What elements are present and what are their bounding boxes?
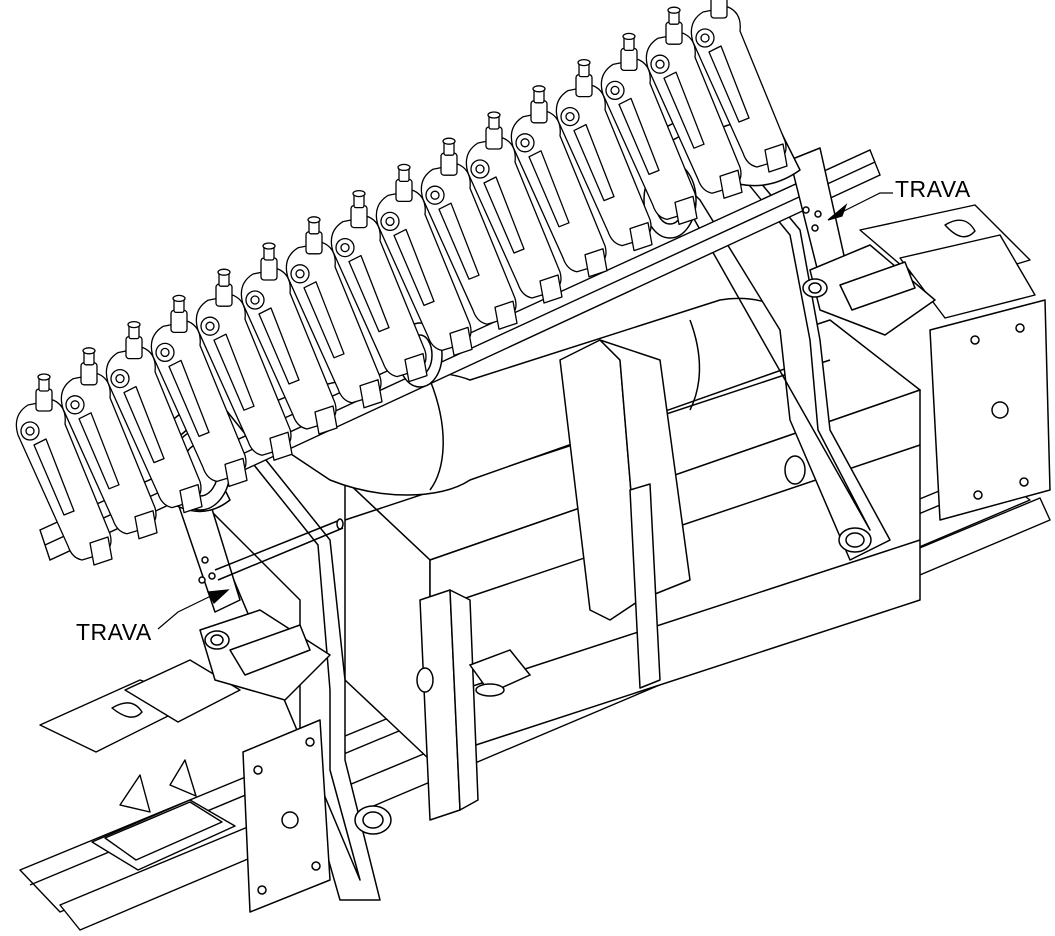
rocker-arm	[241, 243, 337, 434]
leader-line-left	[158, 594, 215, 629]
callout-trava-right: TRAVA	[895, 176, 971, 202]
rocker-arm	[601, 33, 697, 224]
rocker-arm	[646, 7, 742, 198]
rocker-arm	[106, 322, 202, 513]
rocker-arm	[61, 348, 157, 539]
rocker-arm	[196, 269, 292, 460]
rocker-arm	[511, 86, 607, 277]
rocker-arm	[331, 191, 427, 382]
arrowhead-left	[208, 590, 228, 603]
callout-leaders	[158, 193, 893, 629]
arrowhead-right	[828, 205, 846, 220]
rocker-arm-row	[16, 0, 787, 565]
leader-line-right	[840, 193, 893, 213]
rocker-arm	[16, 374, 112, 565]
rocker-arm	[376, 164, 472, 355]
callout-trava-left: TRAVA	[76, 619, 152, 645]
bushings	[355, 456, 871, 834]
rocker-arm	[286, 217, 382, 408]
rocker-arm	[556, 60, 652, 251]
rocker-arm	[691, 0, 787, 172]
hitch-plates	[160, 110, 1050, 912]
rocker-arm	[151, 295, 247, 486]
rocker-arm	[466, 112, 562, 303]
rocker-arm	[421, 138, 517, 329]
